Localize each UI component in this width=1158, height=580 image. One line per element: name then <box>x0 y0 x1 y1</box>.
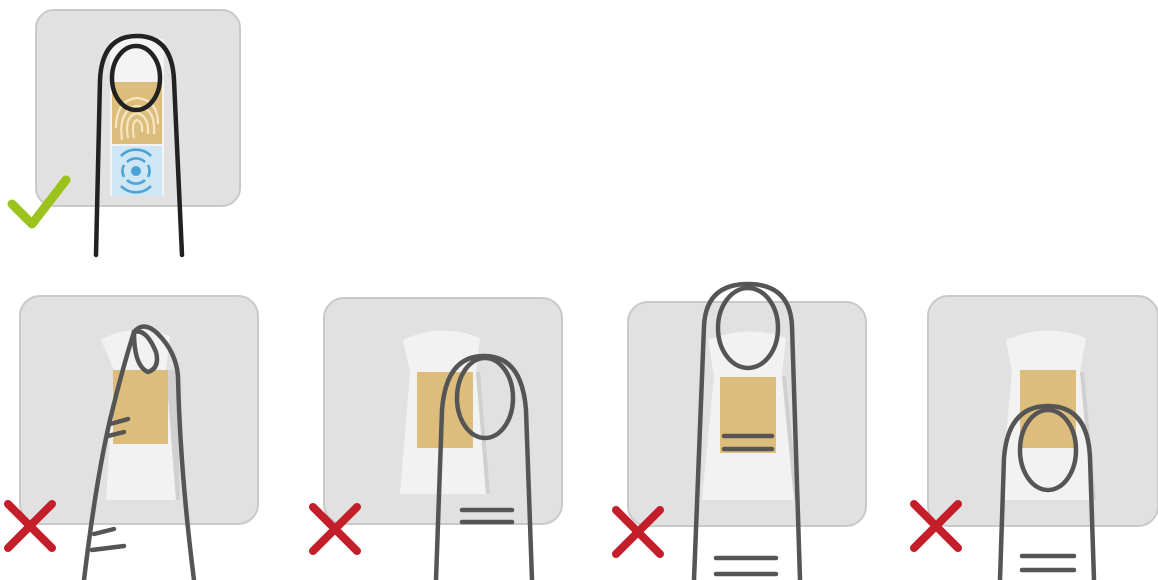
example-offset <box>313 298 562 580</box>
example-too-high <box>616 284 866 580</box>
example-too-low <box>914 296 1158 580</box>
example-tilted <box>8 296 258 580</box>
knuckle-lines <box>1022 556 1074 570</box>
sensor-surface <box>720 377 776 453</box>
example-correct <box>12 10 240 255</box>
